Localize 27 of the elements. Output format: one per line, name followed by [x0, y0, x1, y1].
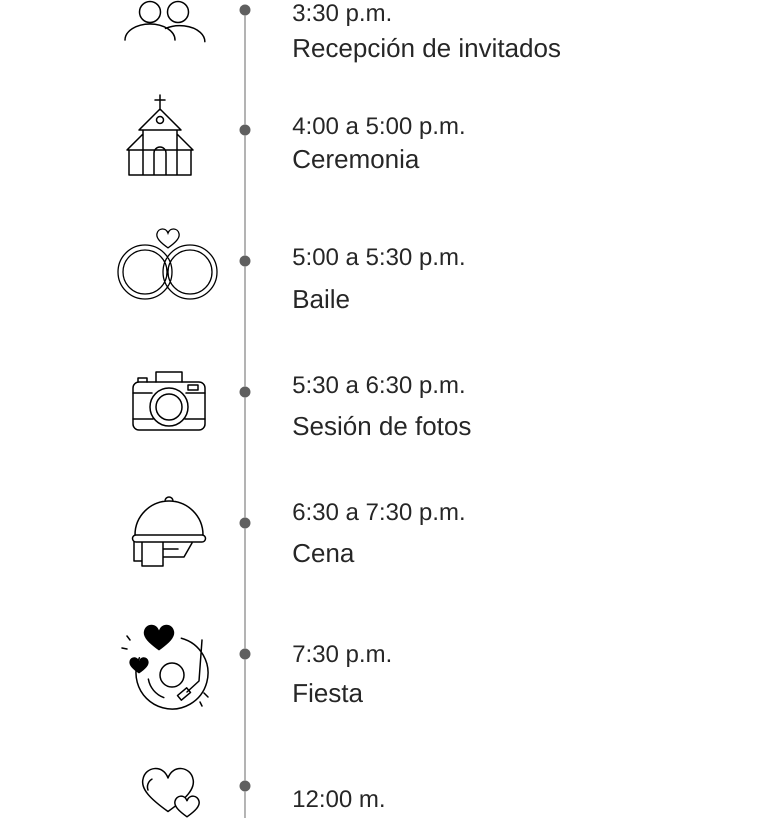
timeline-dot [240, 648, 250, 660]
timeline-line [244, 528, 246, 648]
timeline-dot [240, 4, 250, 16]
timeline-line [244, 136, 246, 256]
time-label: 4:00 a 5:00 p.m. [292, 117, 464, 139]
timeline-line [244, 398, 246, 518]
event-label: Baile [294, 289, 349, 308]
time-label: 3:30 p.m. [293, 4, 390, 26]
event-label: Recepción de invitados [294, 38, 560, 62]
timeline-line [244, 660, 246, 780]
timeline-dot [240, 780, 250, 792]
timeline-dot [240, 518, 250, 528]
event-label: Fiesta [294, 683, 363, 702]
time-label: 7:30 p.m. [293, 645, 390, 667]
timeline-line [244, 266, 246, 386]
event-label: Sesión de fotos [293, 416, 470, 436]
timeline-dot [240, 386, 250, 398]
timeline-dot [240, 124, 250, 136]
timeline-line [244, 16, 246, 124]
timeline-line [244, 792, 246, 818]
event-label: Cena [294, 544, 354, 562]
time-label: 5:30 a 6:30 p.m. [293, 376, 464, 398]
event-label: Ceremonia [294, 149, 420, 168]
time-label: 5:00 a 5:30 p.m. [293, 248, 464, 270]
timeline-dot [240, 256, 250, 266]
time-label: 12:00 m. [294, 790, 384, 808]
time-label: 6:30 a 7:30 p.m. [293, 503, 464, 525]
